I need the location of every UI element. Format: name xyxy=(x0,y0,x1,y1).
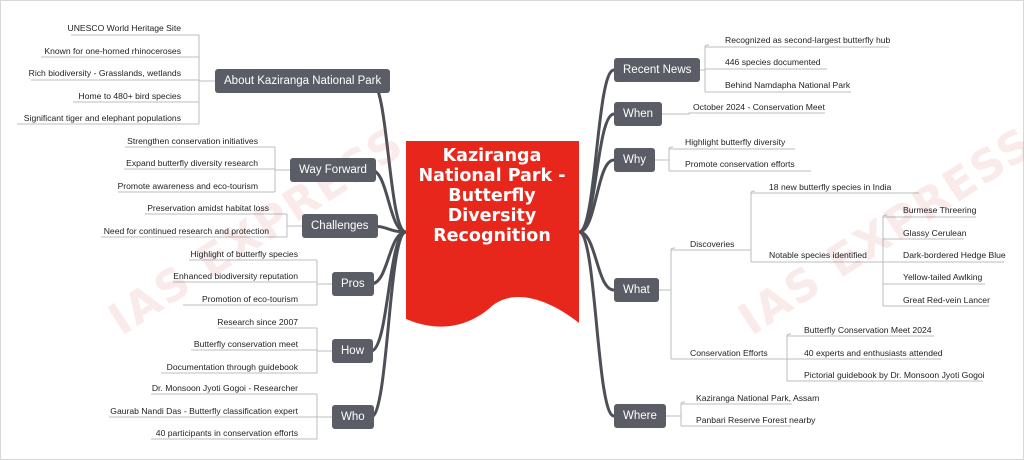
leaf-pros-3: Promotion of eco-tourism xyxy=(202,294,298,304)
main-connector xyxy=(578,230,615,292)
leaf-conservation-2: 40 experts and enthusiasts attended xyxy=(804,348,943,358)
leaf-how-2: Butterfly conservation meet xyxy=(193,339,298,349)
leaf-recent-news-1: Recognized as second-largest butterfly h… xyxy=(725,35,891,45)
leaf-who-2: Gaurab Nandi Das - Butterfly classificat… xyxy=(110,406,298,416)
branch-why[interactable]: Why xyxy=(614,148,655,172)
leaf-underline xyxy=(656,112,825,115)
leaf-species-3: Dark-bordered Hedge Blue xyxy=(903,250,1006,260)
leaf-about-5: Significant tiger and elephant populatio… xyxy=(23,113,181,123)
branch-who[interactable]: Who xyxy=(332,405,374,429)
leaf-why-1: Highlight butterfly diversity xyxy=(685,137,786,147)
leaf-where-2: Panbari Reserve Forest nearby xyxy=(696,415,816,425)
branch-challenges[interactable]: Challenges xyxy=(302,214,378,238)
leaf-conservation-3: Pictorial guidebook by Dr. Monsoon Jyoti… xyxy=(804,370,985,380)
branch-recent-news[interactable]: Recent News xyxy=(614,58,701,82)
leaf-why-2: Promote conservation efforts xyxy=(685,159,795,169)
branch-way-forward[interactable]: Way Forward xyxy=(290,158,376,182)
branch-pros[interactable]: Pros xyxy=(332,272,374,296)
leaf-about-2: Known for one-horned rhinoceroses xyxy=(44,46,181,56)
central-topic: Kaziranga National Park - Butterfly Dive… xyxy=(406,146,578,246)
leaf-species-2: Glassy Cerulean xyxy=(903,228,967,238)
main-connector xyxy=(370,230,407,419)
leaf-way-forward-2: Expand butterfly diversity research xyxy=(126,158,258,168)
leaf-about-4: Home to 480+ bird species xyxy=(78,91,181,101)
leaf-species-5: Great Red-vein Lancer xyxy=(903,295,990,305)
leaf-challenges-1: Preservation amidst habitat loss xyxy=(147,203,269,213)
leaf-recent-news-3: Behind Namdapha National Park xyxy=(725,80,851,90)
leaf-about-3: Rich biodiversity - Grasslands, wetlands xyxy=(28,68,181,78)
branch-what[interactable]: What xyxy=(614,278,659,302)
branch-about[interactable]: About Kaziranga National Park xyxy=(215,69,391,93)
leaf-how-3: Documentation through guidebook xyxy=(166,362,298,372)
branch-how[interactable]: How xyxy=(332,339,374,363)
central-topic-line: Recognition xyxy=(433,226,551,246)
leaf-pros-1: Highlight of butterfly species xyxy=(190,249,298,259)
leaf-species-4: Yellow-tailed Awlking xyxy=(903,272,983,282)
main-connector xyxy=(578,112,615,234)
leaf-about-1: UNESCO World Heritage Site xyxy=(67,23,181,33)
leaf-recent-news-2: 446 species documented xyxy=(725,57,821,67)
central-topic-line: National Park - xyxy=(418,166,566,186)
leaf-species-1: Burmese Threering xyxy=(903,205,977,215)
leaf-where-1: Kaziranga National Park, Assam xyxy=(696,393,820,403)
leaf-conservation-1: Butterfly Conservation Meet 2024 xyxy=(804,325,932,335)
central-topic-line: Kaziranga xyxy=(442,146,542,166)
leaf-who-1: Dr. Monsoon Jyoti Gogoi - Researcher xyxy=(151,383,298,393)
leaf-notable-species: Notable species identified xyxy=(769,250,867,260)
main-connector xyxy=(370,79,407,234)
main-connector xyxy=(578,68,615,234)
central-topic-line: Butterfly xyxy=(448,186,536,206)
central-topic-line: Diversity xyxy=(447,206,537,226)
branch-where[interactable]: Where xyxy=(614,404,666,428)
leaf-way-forward-3: Promote awareness and eco-tourism xyxy=(117,181,258,191)
branch-when[interactable]: When xyxy=(614,102,663,126)
leaf-new-species: 18 new butterfly species in India xyxy=(769,182,892,192)
leaf-how-1: Research since 2007 xyxy=(217,317,298,327)
leaf-discoveries: Discoveries xyxy=(690,239,735,249)
leaf-conservation-efforts: Conservation Efforts xyxy=(690,348,768,358)
main-connector xyxy=(578,230,615,418)
leaf-who-3: 40 participants in conservation efforts xyxy=(155,428,298,438)
center-banner-shape xyxy=(406,141,579,327)
leaf-challenges-2: Need for continued research and protecti… xyxy=(103,226,269,236)
main-connector xyxy=(578,158,615,234)
leaf-when-1: October 2024 - Conservation Meet xyxy=(693,102,825,112)
leaf-pros-2: Enhanced biodiversity reputation xyxy=(173,271,298,281)
leaf-way-forward-1: Strengthen conservation initiatives xyxy=(127,136,258,146)
